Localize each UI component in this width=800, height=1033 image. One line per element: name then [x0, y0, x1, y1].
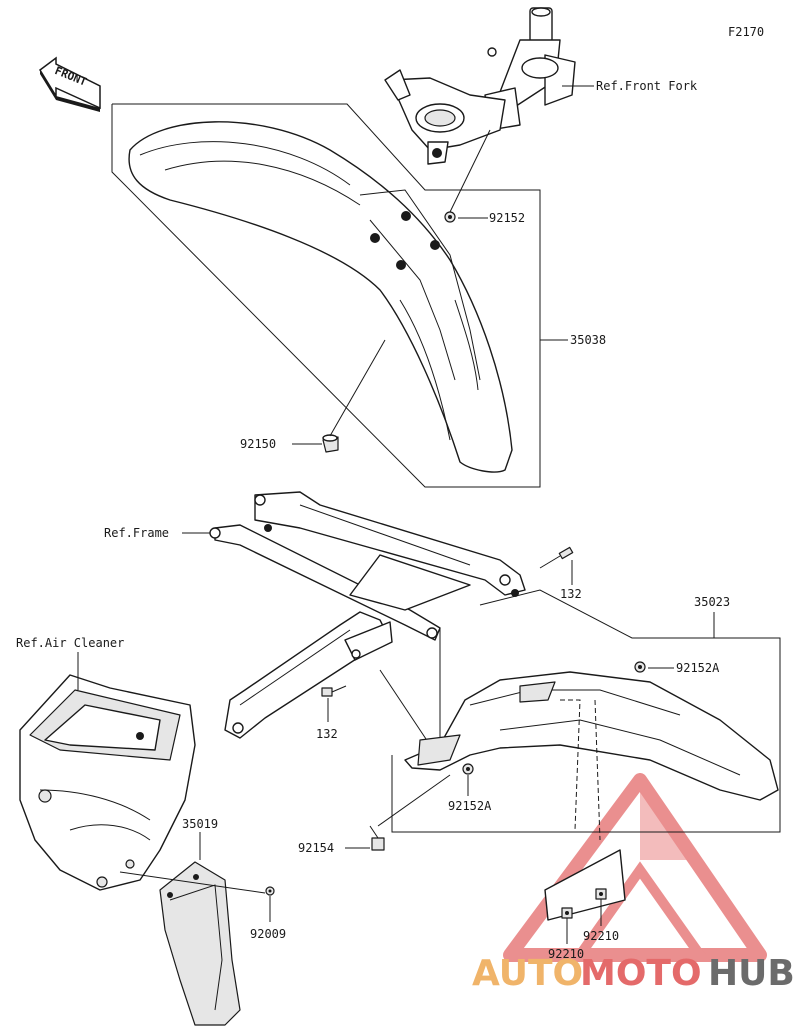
nut-92152a-upper-label: 92152A — [676, 661, 720, 675]
screw-92009-icon — [265, 886, 275, 896]
nut-92152a-lower-label: 92152A — [448, 799, 492, 813]
diagram-code: F2170 — [728, 25, 764, 39]
nut-92210-left-icon — [561, 907, 573, 919]
front-fender-bracket — [111, 103, 541, 488]
bolt-92154-label: 92154 — [298, 841, 334, 855]
front-fender — [128, 121, 513, 473]
ref-air-cleaner-label: Ref.Air Cleaner — [16, 636, 124, 650]
watermark-word-hub: HUB — [708, 953, 795, 994]
bolt-132-lower-icon — [321, 685, 347, 697]
front-arrow-icon: FRONT — [39, 56, 101, 112]
watermark-word-moto: MOTO — [580, 953, 702, 994]
mud-flap — [159, 861, 241, 1026]
rear-fender-bracket — [391, 589, 781, 833]
rear-fender-part-number: 35023 — [694, 595, 730, 609]
nut-92210-right-icon — [595, 888, 607, 900]
air-cleaner-box — [19, 674, 196, 891]
bolt-132-upper-label: 132 — [560, 587, 582, 601]
watermark-logo — [503, 773, 767, 962]
watermark-word-auto: AUTO — [472, 953, 583, 994]
rear-subframe — [209, 491, 526, 739]
nut-92150-label: 92150 — [240, 437, 276, 451]
nut-92152a-upper-icon — [634, 661, 646, 673]
ref-front-fork-label: Ref.Front Fork — [596, 79, 698, 93]
bolt-132-upper-icon — [539, 546, 574, 569]
rear-fender-plate — [544, 849, 626, 921]
screw-92009-label: 92009 — [250, 927, 286, 941]
bolt-132-lower-label: 132 — [316, 727, 338, 741]
nut-92152-icon — [444, 211, 456, 223]
nut-92210-right-label: 92210 — [583, 929, 619, 943]
ref-frame-label: Ref.Frame — [104, 526, 169, 540]
front-fender-part-number: 35038 — [570, 333, 606, 347]
nut-92152-label: 92152 — [489, 211, 525, 225]
mud-flap-part-number: 35019 — [182, 817, 218, 831]
front-fork-triple-clamp — [384, 7, 576, 165]
rear-fender — [404, 671, 779, 841]
nut-92150-icon — [322, 434, 339, 453]
nut-92210-left-label: 92210 — [548, 947, 584, 961]
nut-92152a-lower-icon — [462, 763, 474, 775]
bolt-92154-icon — [369, 825, 385, 851]
